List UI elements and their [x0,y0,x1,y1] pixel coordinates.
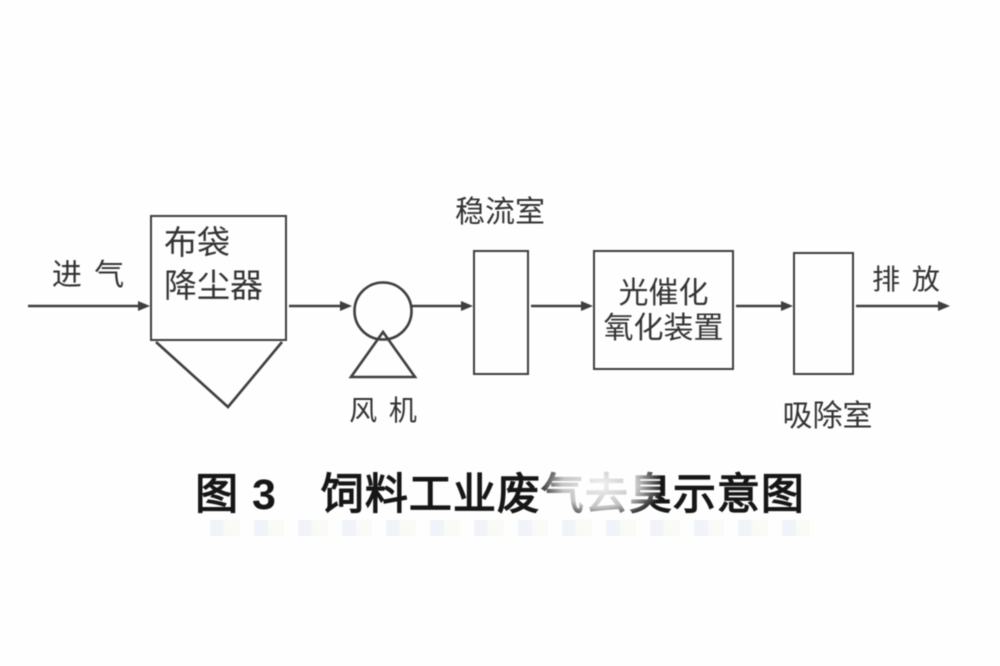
fan-circle [353,281,413,341]
stabilizer-chamber-box [473,250,529,375]
photocatalytic-unit-box [593,250,734,370]
dust-hopper-funnel [155,341,283,409]
dust-collector-box [150,215,287,341]
fan-label: 风 机 [349,395,419,426]
photocatalytic-unit-label-line2: 氧化装置 [603,312,724,345]
fan-stand-triangle [348,329,418,379]
photocatalytic-unit-label: 光催化 氧化装置 [593,250,734,370]
absorber-chamber-box [793,252,854,375]
absorber-label: 吸除室 [782,400,873,433]
dust-collector-label-line1: 布袋 [164,224,230,261]
outlet-label: 排 放 [872,264,942,295]
photocatalytic-unit-label-line1: 光催化 [618,277,709,310]
figure-caption: 图 3 饲料工业废气去臭示意图 [195,471,805,519]
stabilizer-label: 稳流室 [455,196,545,229]
inlet-label: 进 气 [51,259,127,292]
dust-collector-label-line2: 降尘器 [164,267,263,304]
dust-collector-label: 布袋 降尘器 [164,221,263,307]
